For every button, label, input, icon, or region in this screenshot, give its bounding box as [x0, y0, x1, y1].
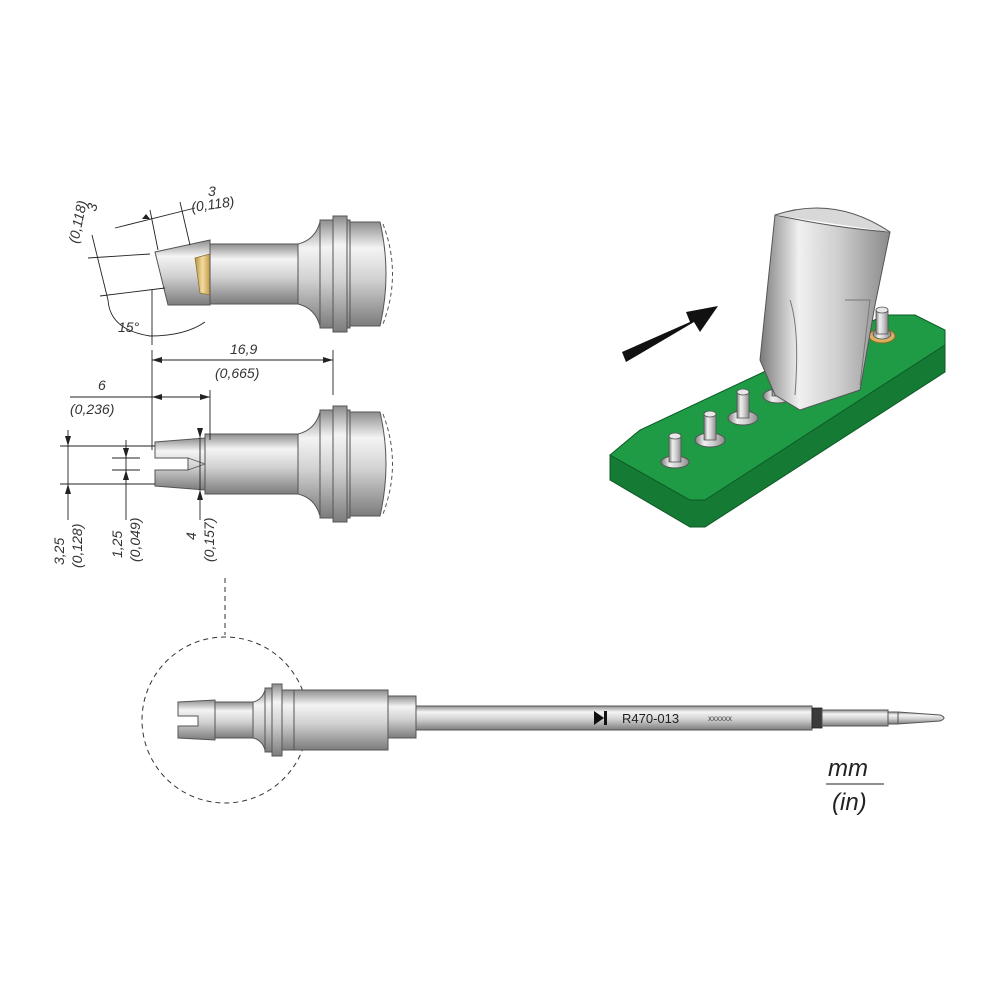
dimension-lines: [60, 201, 334, 520]
dim-tip-length-mm: 16,9: [230, 341, 257, 357]
model-number: R470-013: [622, 711, 679, 726]
cartridge-full-view: [141, 578, 945, 804]
dim-slot-depth-mm: 6: [98, 377, 106, 393]
dim-shaft-diameter-mm: 4: [183, 532, 199, 540]
serial-number: xxxxxx: [708, 714, 732, 723]
dim-tip-depth-in: (0,118): [65, 199, 90, 245]
tip-in-use: [759, 207, 891, 411]
dim-blade-length-in: (0,118): [190, 193, 235, 215]
brand-logo-mark: [594, 711, 604, 725]
unit-primary: mm: [828, 755, 868, 782]
dim-shaft-diameter-in: (0,157): [201, 518, 217, 562]
dim-blade-length-mm: 3: [208, 183, 216, 199]
dim-tip-width-mm: 3,25: [51, 538, 67, 565]
pcb-illustration: [609, 207, 946, 528]
unit-secondary: (in): [832, 789, 867, 816]
dim-slot-depth-in: (0,236): [70, 401, 114, 417]
tip-top-view: [154, 405, 393, 523]
dim-tip-width-in: (0,128): [69, 524, 85, 568]
tip-side-view: [154, 215, 393, 333]
dim-bevel-angle: 15°: [118, 319, 140, 335]
direction-arrow: [622, 306, 718, 362]
dim-slot-width-mm: 1,25: [109, 531, 125, 558]
dim-tip-depth-mm: 3: [83, 201, 100, 212]
dim-tip-length-in: (0,665): [215, 365, 259, 381]
dim-slot-width-in: (0,049): [127, 518, 143, 562]
